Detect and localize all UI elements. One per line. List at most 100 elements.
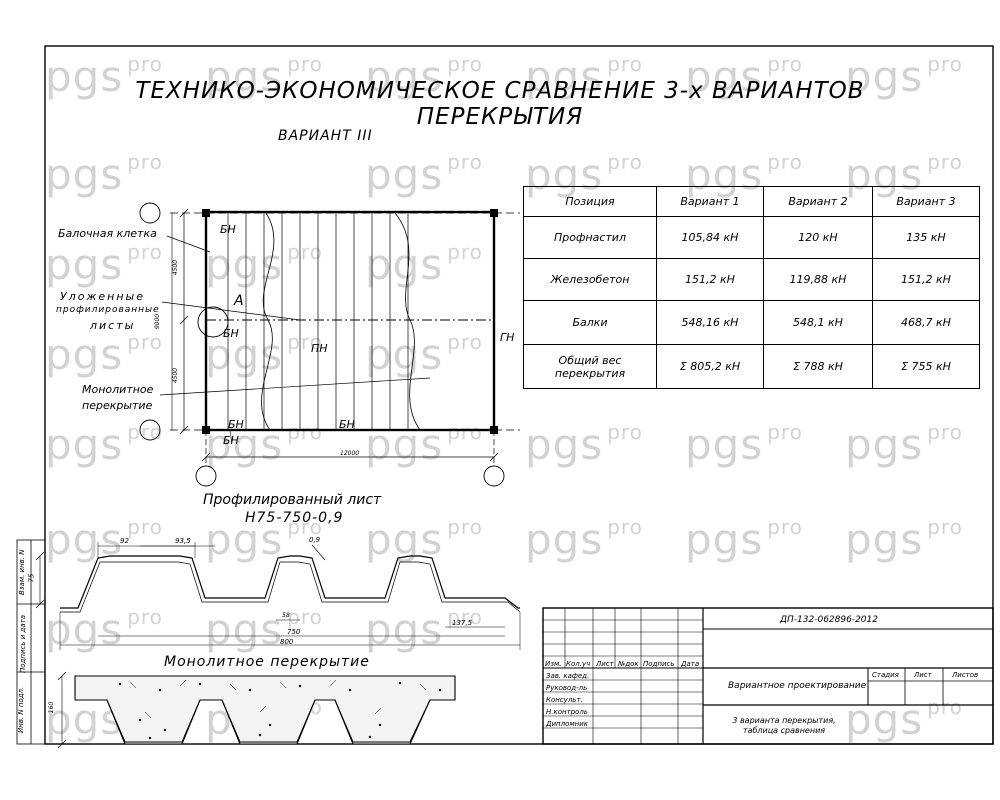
axis-bubble bbox=[195, 465, 217, 487]
comparison-table: Позиция Вариант 1 Вариант 2 Вариант 3 Пр… bbox=[523, 186, 980, 389]
dim-800-text: 800 bbox=[280, 638, 294, 646]
sheet-frame bbox=[44, 45, 994, 745]
table-cell: Σ 788 кН bbox=[763, 344, 873, 389]
concrete-hatch bbox=[118, 681, 442, 740]
label-monolithic-1: Монолитное bbox=[82, 383, 154, 396]
tb-sheets: Листов bbox=[952, 671, 979, 679]
dim-side-bottom-text: 4500 bbox=[172, 367, 180, 384]
dim-160-text: 160 bbox=[48, 701, 56, 714]
table-cell: Балки bbox=[523, 300, 657, 345]
slab-title: Монолитное перекрытие bbox=[164, 654, 370, 670]
tb-role-supervisor: Руковод-ль bbox=[546, 684, 588, 692]
dim-side-top-text: 4500 bbox=[172, 259, 180, 276]
tb-col-izm: Изм. bbox=[545, 660, 562, 668]
dim-750-text: 750 bbox=[287, 628, 301, 636]
drawing-code: ДП-132-062896-2012 bbox=[780, 615, 878, 625]
label-node-a: А bbox=[234, 293, 244, 309]
label-laid-sheets-3: листы bbox=[90, 319, 136, 332]
tb-role-consultant: Консульт. bbox=[546, 696, 583, 704]
dim-09-text: 0,9 bbox=[309, 536, 321, 544]
tb-col-list: Лист bbox=[596, 660, 614, 668]
tb-role-norm-control: Н.контроль bbox=[546, 708, 588, 716]
axis-bubble bbox=[139, 419, 161, 441]
table-cell: 119,88 кН bbox=[763, 258, 873, 301]
plan-outline bbox=[204, 210, 496, 432]
node-a-circle bbox=[197, 306, 229, 338]
label-bn-mid: БН bbox=[223, 327, 239, 340]
table-header-cell: Вариант 3 bbox=[872, 186, 980, 217]
table-cell: Железобетон bbox=[523, 258, 657, 301]
axis-bubble bbox=[139, 202, 161, 224]
side-stamp-text: Инв. N подл. bbox=[17, 686, 25, 733]
label-bn-bottom-2: БН bbox=[223, 434, 239, 447]
table-row: Железобетон 151,2 кН 119,88 кН 151,2 кН bbox=[523, 258, 980, 301]
table-cell: 135 кН bbox=[872, 216, 980, 259]
dim-92-text: 92 bbox=[120, 537, 129, 545]
table-cell: 548,16 кН bbox=[656, 300, 764, 345]
column-markers bbox=[202, 209, 498, 434]
label-bn-bottom-3: БН bbox=[339, 418, 355, 431]
table-cell: Σ 755 кН bbox=[872, 344, 980, 389]
label-beam-cell: Балочная клетка bbox=[58, 227, 157, 240]
profile-title: Профилированный лист bbox=[203, 492, 382, 508]
slab-outline bbox=[74, 675, 456, 745]
floor-plan bbox=[139, 202, 520, 487]
slab-deck-line bbox=[75, 699, 455, 743]
tb-role-student: Дипломник bbox=[546, 720, 588, 728]
label-monolithic-2: перекрытие bbox=[82, 399, 153, 412]
variant-title: ВАРИАНТ III bbox=[278, 128, 373, 144]
project-title: Вариантное проектирование bbox=[728, 681, 867, 691]
label-laid-sheets-2: профилированные bbox=[56, 305, 160, 315]
label-gn: ГН bbox=[500, 331, 515, 344]
table-header-cell: Позиция bbox=[523, 186, 657, 217]
leader-line bbox=[159, 377, 431, 396]
table-cell: 548,1 кН bbox=[763, 300, 873, 345]
dim-75-text: 75 bbox=[27, 573, 36, 583]
table-cell: Σ 805,2 кН bbox=[656, 344, 764, 389]
table-cell: 120 кН bbox=[763, 216, 873, 259]
table-cell: 468,7 кН bbox=[872, 300, 980, 345]
tb-col-podpis: Подпись bbox=[643, 660, 675, 668]
tb-sheet: Лист bbox=[914, 671, 932, 679]
dim-bottom-text: 12000 bbox=[340, 450, 360, 457]
break-line-left bbox=[261, 212, 275, 431]
sheet-title: 3 варианта перекрытия, таблица сравнения bbox=[732, 716, 836, 735]
table-header-row: Позиция Вариант 1 Вариант 2 Вариант 3 bbox=[523, 186, 980, 217]
monolithic-slab-section bbox=[57, 671, 456, 749]
axis-bubble bbox=[483, 465, 505, 487]
tb-col-data: Дата bbox=[681, 660, 700, 668]
table-cell: 151,2 кН bbox=[872, 258, 980, 301]
profile-mark: Н75-750-0,9 bbox=[245, 510, 344, 526]
dim-935-text: 93,5 bbox=[175, 537, 191, 545]
leader-line bbox=[166, 235, 211, 253]
page-title: ТЕХНИКО-ЭКОНОМИЧЕСКОЕ СРАВНЕНИЕ 3-х ВАРИ… bbox=[135, 78, 865, 130]
tb-col-kol: Кол.уч bbox=[566, 660, 591, 668]
tb-role-head: Зав. кафед. bbox=[546, 672, 590, 680]
dim-58-text: 58 bbox=[282, 612, 290, 619]
table-row: Балки 548,16 кН 548,1 кН 468,7 кН bbox=[523, 300, 980, 345]
dim-1375-text: 137,5 bbox=[452, 619, 473, 627]
table-cell: Общий вес перекрытия bbox=[523, 344, 657, 389]
